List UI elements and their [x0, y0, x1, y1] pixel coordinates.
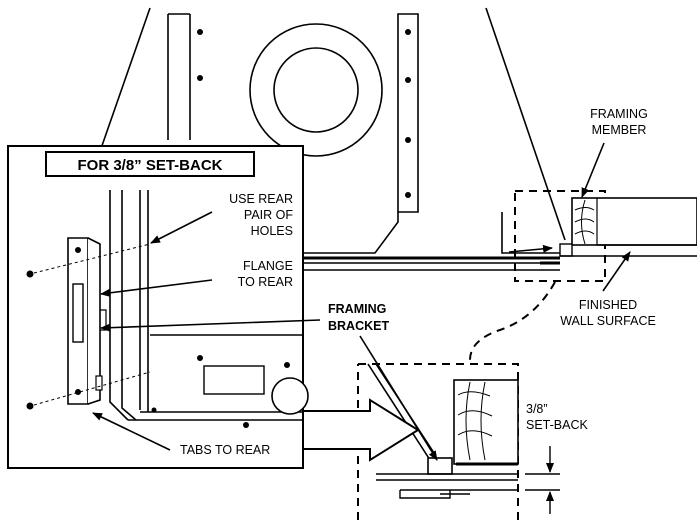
svg-text:USE REAR: USE REAR [229, 192, 293, 206]
unit-housing [96, 7, 566, 271]
hollow-arrow [302, 398, 420, 462]
svg-text:FINISHED: FINISHED [579, 298, 637, 312]
svg-text:SET-BACK: SET-BACK [526, 418, 588, 432]
label-setback: 3/8” SET-BACK [526, 402, 588, 432]
svg-text:FRAMING: FRAMING [590, 107, 648, 121]
detail-box-bottom [357, 363, 519, 520]
svg-text:HOLES: HOLES [251, 224, 293, 238]
label-tabs: TABS TO REAR [180, 443, 270, 457]
label-flange: FLANGE TO REAR [238, 259, 293, 289]
svg-text:WALL SURFACE: WALL SURFACE [560, 314, 656, 328]
detail-box-top [514, 190, 697, 282]
svg-text:BRACKET: BRACKET [328, 319, 389, 333]
blower-outer-ring [249, 23, 383, 157]
svg-text:3/8”: 3/8” [526, 402, 548, 416]
framing-member-small [571, 197, 697, 246]
label-framing-member: FRAMING MEMBER [590, 107, 648, 137]
inset-panel [7, 145, 309, 469]
label-finished-wall: FINISHED WALL SURFACE [560, 298, 656, 328]
svg-text:TO REAR: TO REAR [238, 275, 293, 289]
blower-inner-ring [273, 47, 359, 133]
detail-connector [469, 281, 556, 361]
leader-arrows [92, 142, 631, 461]
title-box [45, 151, 255, 177]
svg-text:MEMBER: MEMBER [592, 123, 647, 137]
svg-text:FRAMING: FRAMING [328, 302, 386, 316]
title-text: FOR 3/8” SET-BACK [77, 157, 222, 174]
svg-text:PAIR OF: PAIR OF [244, 208, 293, 222]
label-use-rear: USE REAR PAIR OF HOLES [229, 192, 293, 238]
label-framing-bracket: FRAMING BRACKET [328, 302, 389, 333]
housing-screws [197, 29, 411, 198]
setback-dimension [525, 446, 560, 514]
svg-text:FLANGE: FLANGE [243, 259, 293, 273]
